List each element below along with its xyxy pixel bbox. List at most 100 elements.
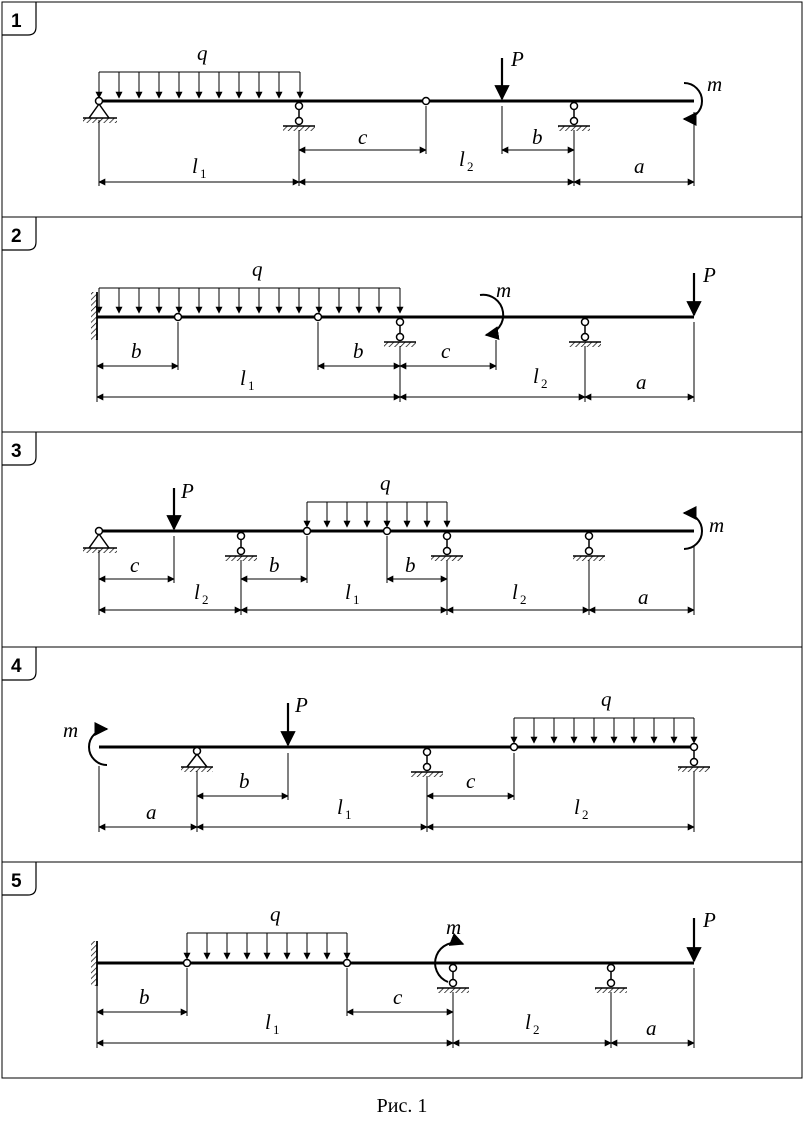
moment-m-arrow	[682, 506, 703, 550]
label-l1-subscript: 1	[273, 1022, 280, 1037]
label-b: b	[269, 553, 280, 577]
panel-number-tab	[2, 217, 37, 251]
panel-frame	[1, 1, 803, 218]
panel-4: 4 q m P	[1, 646, 803, 863]
panel-3: 3 q P	[1, 431, 803, 648]
label-l2: l	[574, 795, 580, 819]
label-P: P	[702, 908, 716, 932]
panel-number-tab	[2, 862, 37, 896]
fixed-support	[91, 941, 98, 986]
label-l2: l	[194, 580, 200, 604]
label-a: a	[146, 800, 157, 824]
label-c: c	[393, 985, 403, 1009]
panel-2: 2 q	[1, 216, 803, 433]
label-l2-subscript: 2	[202, 592, 209, 607]
label-q: q	[197, 41, 208, 65]
label-m: m	[496, 278, 511, 302]
label-l1: l	[240, 366, 246, 390]
hinge	[302, 526, 312, 536]
label-l2: l	[512, 580, 518, 604]
label-l1: l	[345, 580, 351, 604]
label-q: q	[270, 902, 281, 926]
panel-frame	[1, 861, 803, 1079]
label-l2-subscript: 2	[582, 807, 589, 822]
fixed-support	[91, 292, 98, 340]
label-P: P	[180, 479, 194, 503]
roller-support	[283, 101, 315, 131]
distributed-load-q	[95, 71, 304, 99]
roller-support	[384, 317, 416, 347]
label-a: a	[636, 370, 647, 394]
label-l2-subscript: 2	[533, 1022, 540, 1037]
moment-m-arrow	[434, 932, 465, 983]
label-l2: l	[533, 364, 539, 388]
label-a: a	[634, 154, 645, 178]
panel-5: 5 q m	[1, 861, 803, 1079]
label-l1-subscript: 1	[248, 378, 255, 393]
label-P: P	[702, 263, 716, 287]
dimension-lines	[98, 106, 695, 186]
label-l1-subscript: 1	[200, 166, 207, 181]
label-l2-subscript: 2	[520, 592, 527, 607]
label-b: b	[405, 553, 416, 577]
panel-number: 3	[11, 441, 22, 462]
panel-number-tab	[2, 2, 37, 36]
label-P: P	[510, 47, 524, 71]
pinned-support	[83, 526, 117, 553]
figure-caption: Рис. 1	[376, 1095, 428, 1117]
panel-frame	[1, 431, 803, 648]
hinge	[382, 526, 392, 536]
hinge	[313, 312, 323, 322]
label-b: b	[353, 339, 364, 363]
roller-support	[437, 963, 469, 993]
label-a: a	[646, 1016, 657, 1040]
roller-support	[225, 531, 257, 561]
label-l2: l	[525, 1010, 531, 1034]
panel-number-tab	[2, 647, 37, 681]
label-m: m	[709, 513, 724, 537]
roller-support	[411, 747, 443, 777]
panel-number: 2	[11, 226, 22, 247]
label-b: b	[139, 985, 150, 1009]
label-l1: l	[265, 1010, 271, 1034]
label-c: c	[441, 339, 451, 363]
label-l1: l	[192, 154, 198, 178]
hinge	[173, 312, 183, 322]
roller-support	[431, 531, 463, 561]
dimension-lines	[98, 536, 695, 615]
hinge	[182, 958, 192, 968]
dimension-lines	[98, 753, 695, 832]
panel-number-tab	[2, 432, 37, 466]
label-m: m	[446, 915, 461, 939]
roller-support	[678, 742, 710, 772]
label-q: q	[601, 687, 612, 711]
distributed-load-q	[95, 287, 404, 314]
hinge	[342, 958, 352, 968]
label-l2-subscript: 2	[541, 376, 548, 391]
panel-1: 1 q	[1, 1, 803, 218]
label-b: b	[131, 339, 142, 363]
label-l2-subscript: 2	[467, 159, 474, 174]
label-m: m	[63, 718, 78, 742]
label-q: q	[380, 471, 391, 495]
roller-support	[595, 963, 627, 993]
label-b: b	[532, 125, 543, 149]
roller-support	[573, 531, 605, 561]
label-l1-subscript: 1	[345, 807, 352, 822]
panel-frame	[1, 646, 803, 863]
label-c: c	[130, 553, 140, 577]
label-b: b	[239, 769, 250, 793]
moment-m-arrow	[479, 293, 505, 341]
label-c: c	[466, 769, 476, 793]
label-q: q	[252, 257, 263, 281]
pinned-support	[181, 746, 213, 772]
panel-number: 5	[11, 871, 22, 892]
dimension-lines	[96, 322, 695, 402]
moment-m-arrow	[682, 82, 703, 126]
distributed-load-q	[303, 501, 451, 528]
dimension-lines	[96, 968, 695, 1048]
label-l2: l	[459, 147, 465, 171]
label-l1-subscript: 1	[353, 592, 360, 607]
hinge	[421, 96, 431, 106]
distributed-load-q	[183, 932, 351, 960]
